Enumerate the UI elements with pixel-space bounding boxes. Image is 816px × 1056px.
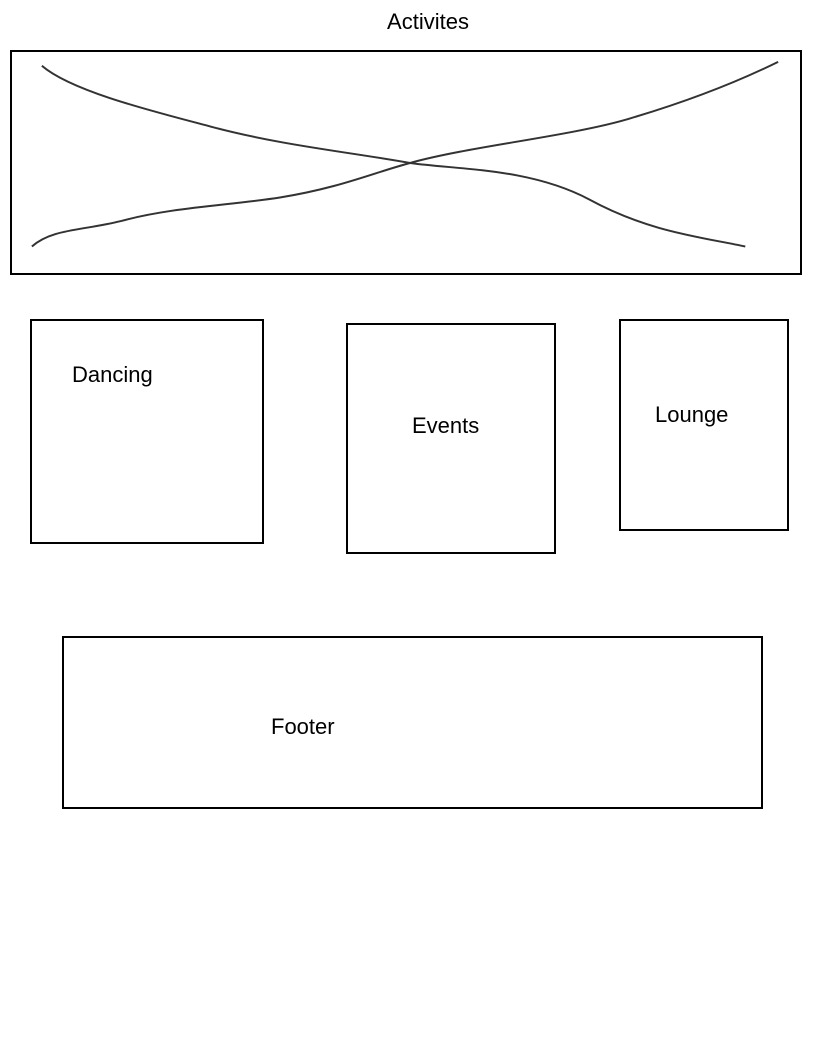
dancing-card[interactable]: Dancing bbox=[30, 319, 264, 544]
placeholder-diagonal-down bbox=[41, 65, 746, 248]
lounge-label: Lounge bbox=[655, 402, 729, 427]
footer: Footer bbox=[62, 636, 763, 809]
placeholder-diagonal-up bbox=[31, 60, 779, 248]
page-title: Activites bbox=[387, 9, 469, 34]
lounge-card[interactable]: Lounge bbox=[619, 319, 789, 531]
events-label: Events bbox=[412, 413, 480, 438]
footer-label: Footer bbox=[271, 714, 335, 739]
image-placeholder-x-icon bbox=[31, 60, 779, 248]
events-card[interactable]: Events bbox=[346, 323, 556, 554]
hero-image-placeholder bbox=[10, 50, 802, 275]
dancing-label: Dancing bbox=[72, 362, 153, 387]
